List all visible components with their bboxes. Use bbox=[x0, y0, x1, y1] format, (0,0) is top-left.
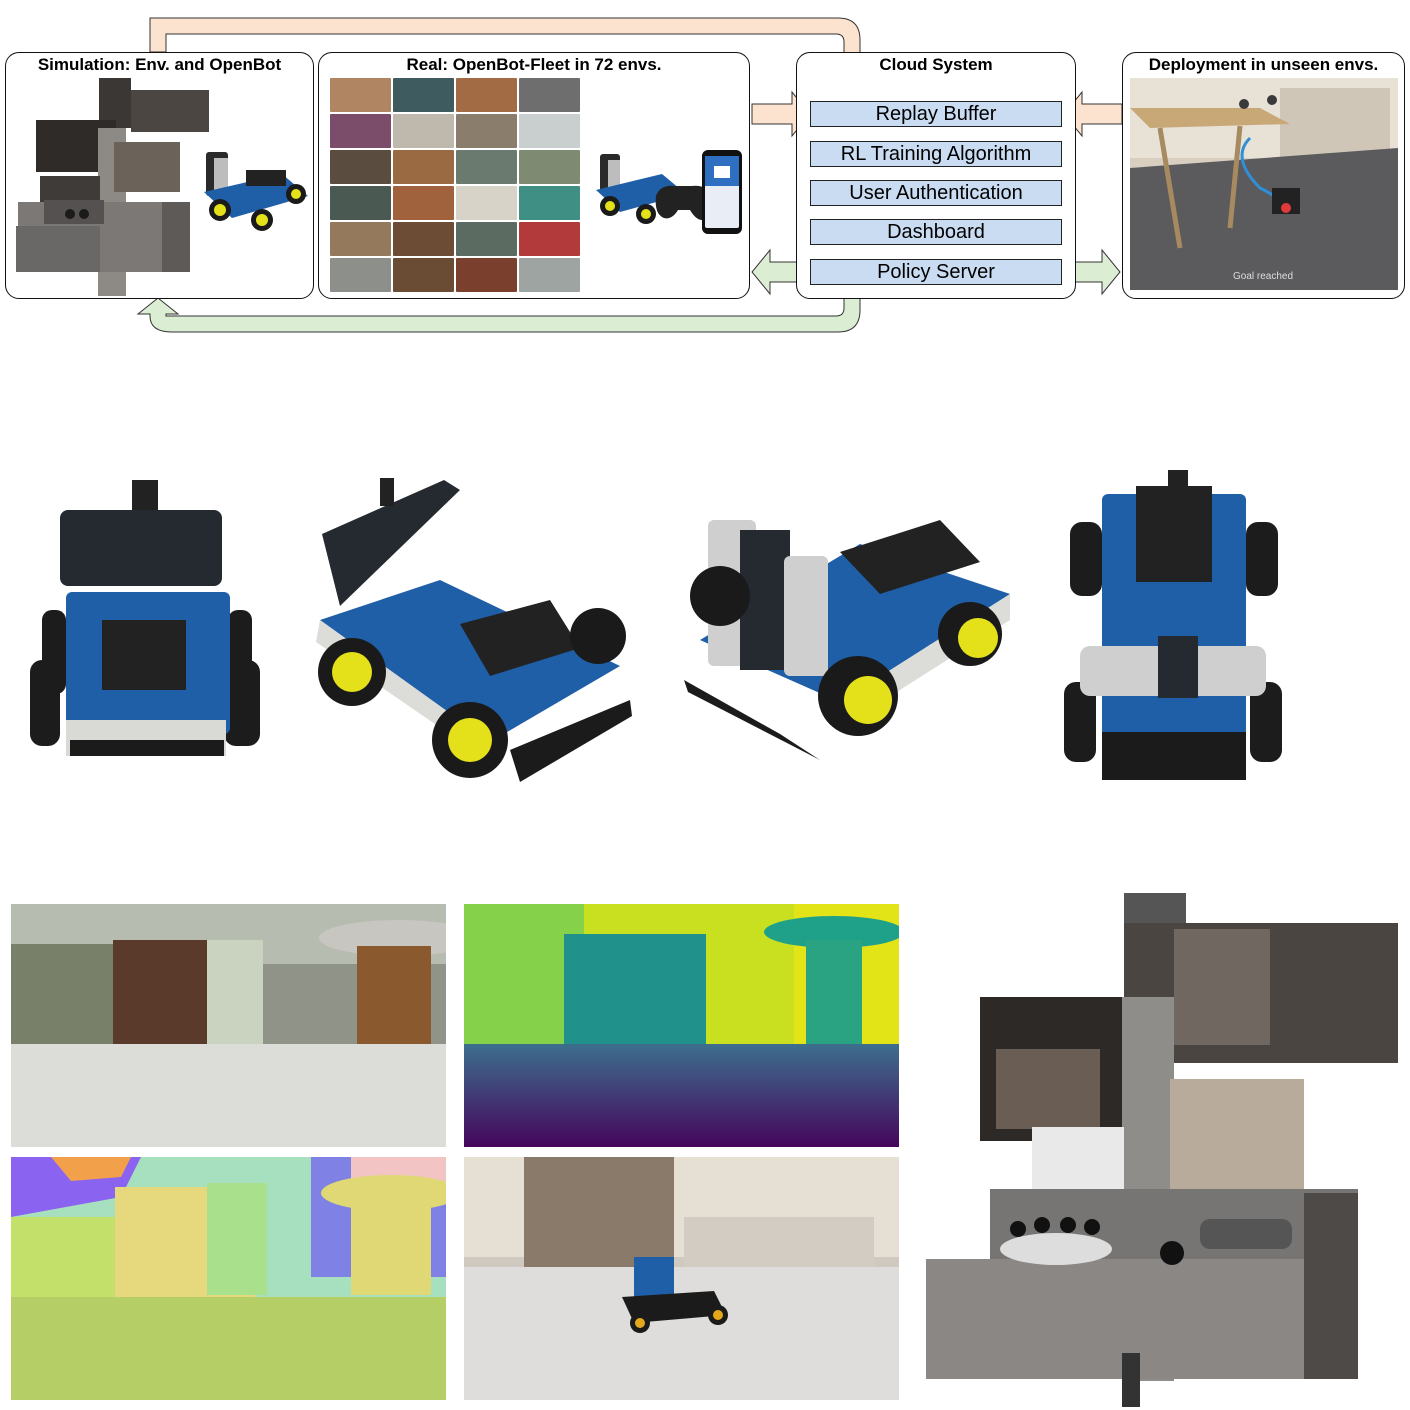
segmentation-render bbox=[11, 1157, 446, 1400]
env-thumbnail bbox=[330, 222, 391, 256]
robot-car-icon bbox=[30, 480, 260, 756]
env-thumbnail bbox=[330, 258, 391, 292]
robot-car-icon bbox=[684, 520, 1010, 760]
replay-buffer-box: Replay Buffer bbox=[810, 101, 1062, 127]
env-thumbnail bbox=[393, 150, 454, 184]
env-thumbnail bbox=[456, 78, 517, 112]
robot-car-icon bbox=[596, 154, 686, 224]
env-thumbnail bbox=[393, 186, 454, 220]
floorplan-map-icon bbox=[16, 78, 209, 296]
rl-training-box: RL Training Algorithm bbox=[810, 141, 1062, 167]
deployment-title: Deployment in unseen envs. bbox=[1148, 55, 1379, 74]
smartphone-icon bbox=[702, 150, 742, 234]
env-thumbnail bbox=[393, 222, 454, 256]
policy-to-sim-arrow bbox=[136, 285, 861, 333]
real-title: Real: OpenBot-Fleet in 72 envs. bbox=[406, 55, 662, 74]
env-thumbnail bbox=[330, 150, 391, 184]
cloud-title: Cloud System bbox=[879, 55, 993, 74]
env-thumbnail bbox=[456, 186, 517, 220]
env-thumbnail bbox=[393, 78, 454, 112]
env-thumbnail bbox=[330, 114, 391, 148]
dashboard-box: Dashboard bbox=[810, 219, 1062, 245]
robot-car-icon bbox=[1064, 470, 1282, 780]
simulation-title: Simulation: Env. and OpenBot bbox=[37, 55, 282, 74]
depth-render bbox=[464, 904, 899, 1147]
rgb-render bbox=[11, 904, 446, 1147]
policy-server-box: Policy Server bbox=[810, 259, 1062, 285]
env-thumbnail bbox=[519, 114, 580, 148]
robot-renders bbox=[30, 470, 1282, 782]
robot-car-icon bbox=[204, 152, 308, 231]
environment-thumbnail-grid bbox=[330, 78, 580, 292]
env-thumbnail bbox=[519, 150, 580, 184]
env-thumbnail bbox=[393, 114, 454, 148]
env-thumbnail bbox=[456, 258, 517, 292]
goal-reached-caption: Goal reached bbox=[1233, 271, 1294, 282]
user-auth-box: User Authentication bbox=[810, 180, 1062, 206]
env-thumbnail bbox=[393, 258, 454, 292]
env-thumbnail bbox=[330, 186, 391, 220]
env-thumbnail bbox=[519, 222, 580, 256]
floorplan-map-icon bbox=[926, 893, 1398, 1407]
robot-in-scene-render bbox=[464, 1157, 899, 1400]
deployment-photo bbox=[1130, 78, 1398, 290]
env-thumbnail bbox=[456, 222, 517, 256]
game-controller-icon bbox=[655, 185, 711, 220]
env-thumbnail bbox=[519, 78, 580, 112]
env-thumbnail bbox=[456, 150, 517, 184]
env-thumbnail bbox=[456, 114, 517, 148]
robot-car-icon bbox=[316, 478, 632, 782]
env-thumbnail bbox=[519, 258, 580, 292]
cloud-panel: Cloud System bbox=[796, 52, 1076, 299]
env-thumbnail bbox=[330, 78, 391, 112]
env-thumbnail bbox=[519, 186, 580, 220]
fleet-devices bbox=[596, 150, 742, 234]
